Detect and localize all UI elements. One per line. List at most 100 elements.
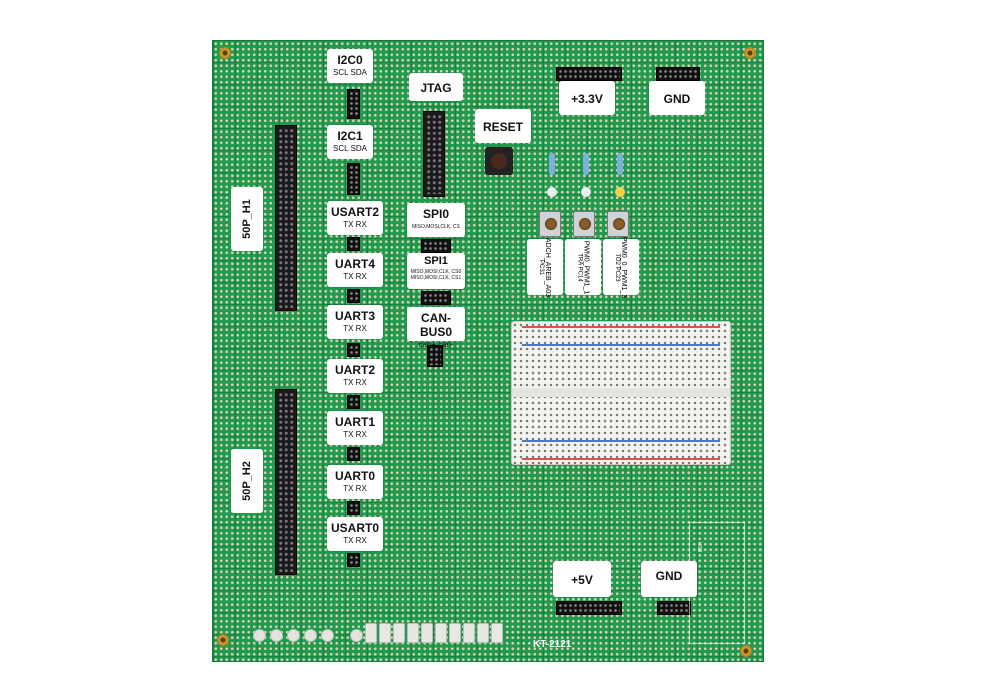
pinheader-gnd-top (656, 67, 700, 81)
label-spi1: SPI1 MISO,MOSI,CLK, CS0 MISO,MOSI,CLK, C… (407, 253, 465, 289)
label-jtag: JTAG (409, 73, 463, 101)
reset-button[interactable] (485, 147, 513, 175)
label-usart2: USART2 TX RX (327, 201, 383, 235)
mounting-hole-top-left (219, 47, 231, 59)
rail-bottom-red (522, 458, 720, 460)
resistor-2 (583, 153, 589, 175)
pinheader-usart2 (347, 237, 360, 251)
label-spi0-title: SPI0 (422, 207, 449, 221)
usb-mark: USB (696, 542, 702, 553)
pad-round-1 (253, 629, 266, 642)
label-50p-h1: 50P_H1 (231, 187, 263, 251)
label-uart4-title: UART4 (334, 257, 375, 271)
mounting-hole-top-right (744, 47, 756, 59)
label-spi1-sub: MISO,MOSI,CLK, CS0 MISO,MOSI,CLK, CS1 (410, 269, 462, 281)
label-gnd-top-title: GND (663, 92, 691, 106)
pad-round-3 (287, 629, 300, 642)
pad-rect-5 (421, 623, 433, 643)
label-5v: +5V (553, 561, 611, 597)
board-model: KT-2121 (533, 639, 572, 650)
label-canbus0-sub: can+ can- (418, 340, 454, 349)
rail-bottom-blue (522, 440, 720, 442)
pinheader-uart2 (347, 395, 360, 409)
rail-top-blue (522, 344, 720, 346)
pinheader-usart0 (347, 553, 360, 567)
label-50p-h2: 50P_H2 (231, 449, 263, 513)
label-usart0-title: USART0 (330, 521, 379, 535)
potentiometer-3[interactable] (607, 211, 629, 237)
label-uart2: UART2 TX RX (327, 359, 383, 393)
label-3v3: +3.3V (559, 81, 615, 115)
led-yellow (615, 187, 625, 197)
label-uart1-title: UART1 (334, 415, 375, 429)
pad-rect-2 (379, 623, 391, 643)
label-i2c0-title: I2C0 (337, 53, 363, 67)
label-usart2-sub: TX RX (343, 220, 367, 229)
label-i2c1-sub: SCL SDA (333, 144, 367, 153)
label-usart0-sub: TX RX (343, 536, 367, 545)
header-50p-h2 (275, 389, 297, 575)
pinheader-uart0 (347, 501, 360, 515)
label-uart4: UART4 TX RX (327, 253, 383, 287)
pad-rect-4 (407, 623, 419, 643)
label-reset: RESET (475, 109, 531, 143)
pinheader-gnd-bottom (657, 601, 691, 615)
pad-round-6 (350, 629, 363, 642)
label-50p-h2-text: 50P_H2 (241, 461, 254, 501)
pinheader-i2c0 (347, 89, 360, 119)
breadboard-center-gap (512, 388, 730, 397)
label-gnd-top: GND (649, 81, 705, 115)
pot-label-3-line1: PWM0_0_PWM1_3 (620, 236, 628, 298)
label-3v3-title: +3.3V (571, 92, 603, 106)
label-uart0: UART0 TX RX (327, 465, 383, 499)
pinheader-uart1 (347, 447, 360, 461)
label-usart0: USART0 TX RX (327, 517, 383, 551)
label-gnd-bottom-title: GND (655, 569, 683, 583)
pot-label-2-line1: PWM0_PWM1_1 (582, 240, 590, 294)
label-uart0-sub: TX RX (343, 484, 367, 493)
potentiometer-1[interactable] (539, 211, 561, 237)
label-uart0-title: UART0 (334, 469, 375, 483)
label-spi0: SPI0 MISO,MOSI,CLK, CS (407, 203, 465, 237)
pad-rect-1 (365, 623, 377, 643)
pad-rect-6 (435, 623, 447, 643)
pinheader-i2c1 (347, 163, 360, 195)
pinheader-spi0 (421, 239, 451, 253)
pinheader-canbus0 (427, 345, 443, 367)
label-uart3-sub: TX RX (343, 324, 367, 333)
label-5v-title: +5V (571, 573, 593, 587)
led-white-2 (581, 187, 591, 197)
header-jtag (423, 111, 445, 197)
pinheader-3v3 (556, 67, 622, 81)
label-uart2-title: UART2 (334, 363, 375, 377)
pad-rect-9 (477, 623, 489, 643)
pad-rect-3 (393, 623, 405, 643)
pad-rect-7 (449, 623, 461, 643)
label-i2c0: I2C0 SCL SDA (327, 49, 373, 83)
label-canbus0: CAN-BUS0 can+ can- (407, 307, 465, 349)
pad-round-4 (304, 629, 317, 642)
pad-round-2 (270, 629, 283, 642)
label-uart3-title: UART3 (334, 309, 375, 323)
label-jtag-title: JTAG (420, 81, 452, 95)
label-spi1-title: SPI1 (424, 255, 448, 267)
label-gnd-bottom: GND (641, 561, 697, 597)
label-uart2-sub: TX RX (343, 378, 367, 387)
pad-rect-8 (463, 623, 475, 643)
label-reset-title: RESET (482, 120, 523, 134)
label-uart1-sub: TX RX (343, 430, 367, 439)
resistor-1 (549, 153, 555, 175)
pad-row-rect (365, 623, 503, 643)
pinheader-spi1 (421, 291, 451, 305)
mounting-hole-bottom-left (217, 634, 229, 646)
label-spi0-sub: MISO,MOSI,CLK, CS (412, 224, 460, 230)
usb-outline (689, 522, 745, 644)
potentiometer-2[interactable] (573, 211, 595, 237)
label-uart1: UART1 TX RX (327, 411, 383, 445)
label-50p-h1-text: 50P_H1 (241, 199, 254, 239)
rail-top-red (522, 326, 720, 328)
resistor-3 (617, 153, 623, 175)
header-50p-h1 (275, 125, 297, 311)
pinheader-5v (556, 601, 622, 615)
